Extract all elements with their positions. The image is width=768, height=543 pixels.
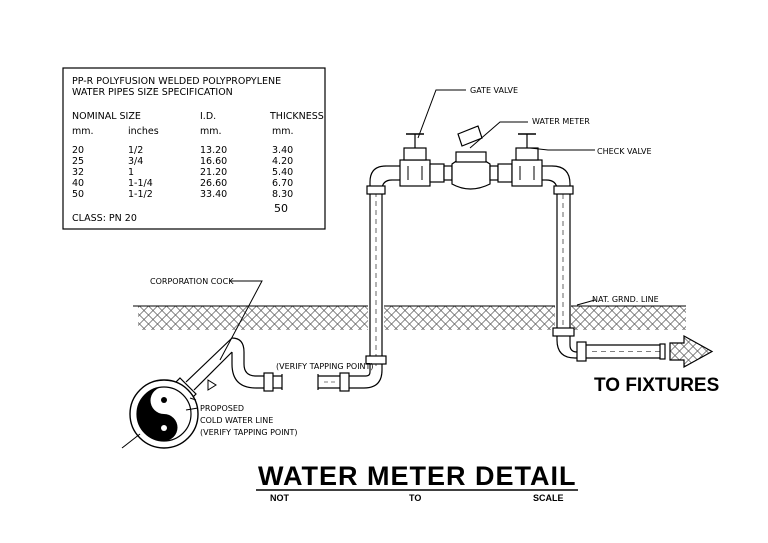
row-1-nominal-in: 1/2 [128, 145, 143, 156]
row-4-nominal-mm: 40 [72, 178, 84, 189]
right-riser-pipe [545, 165, 578, 359]
row-4-id: 26.60 [200, 178, 227, 189]
row-1-thickness: 3.40 [272, 145, 293, 156]
header-thickness: THICKNESS [269, 111, 324, 122]
row-3-nominal-in: 1 [128, 167, 134, 178]
service-line-pipe [185, 337, 383, 392]
header-nominal-size: NOMINAL SIZE [72, 111, 141, 122]
unit-mm-1: mm. [72, 126, 94, 137]
label-proposed: PROPOSED [200, 404, 244, 413]
drawing-title: WATER METER DETAIL [258, 461, 576, 491]
row-3-thickness: 5.40 [272, 167, 293, 178]
spec-title-line2: WATER PIPES SIZE SPECIFICATION [72, 87, 233, 98]
coupling-left-bottom [365, 355, 387, 365]
label-verify-tapping: (VERIFY TAPPING POINT) [276, 362, 374, 371]
left-riser-pipe [365, 165, 393, 372]
elbow-coupling-top-right [553, 185, 574, 195]
unit-mm-3: mm. [272, 126, 294, 137]
title-block: WATER METER DETAIL NOT TO SCALE [256, 461, 578, 503]
piping [185, 165, 714, 392]
label-to-fixtures: TO FIXTURES [594, 375, 719, 396]
outlet-end-cap [659, 343, 666, 360]
spec-row-5: 50 1-1/2 33.40 8.30 [72, 189, 293, 200]
row-1-id: 13.20 [200, 145, 227, 156]
scale-word-scale: SCALE [533, 493, 564, 503]
row-2-thickness: 4.20 [272, 156, 293, 167]
row-4-thickness: 6.70 [272, 178, 293, 189]
spec-row-3: 32 1 21.20 5.40 [72, 167, 293, 178]
spec-row-1: 20 1/2 13.20 3.40 [72, 145, 293, 156]
spec-class-label: CLASS: PN 20 [72, 213, 137, 224]
flow-arrow-icon [669, 334, 714, 369]
label-water-meter: WATER METER [532, 117, 590, 126]
scale-word-not: NOT [270, 493, 290, 503]
outlet-pipe [575, 334, 714, 369]
labels: GATE VALVE WATER METER CHECK VALVE CORPO… [150, 86, 719, 437]
label-check-valve: CHECK VALVE [597, 147, 652, 156]
scale-word-to: TO [409, 493, 421, 503]
yin-yang-symbol [137, 387, 178, 441]
row-5-nominal-in: 1-1/2 [128, 189, 153, 200]
row-5-thickness: 8.30 [272, 189, 293, 200]
coupling-right-bottom [552, 327, 575, 337]
elbow-coupling-top-left [366, 185, 386, 195]
row-5-nominal-mm: 50 [72, 189, 84, 200]
row-2-nominal-mm: 25 [72, 156, 84, 167]
gate-valve [399, 133, 445, 187]
header-id: I.D. [200, 111, 216, 122]
row-4-nominal-in: 1-1/4 [128, 178, 153, 189]
service-coupling-2 [263, 372, 274, 392]
main-water-pipe [121, 379, 199, 449]
service-coupling [339, 372, 350, 392]
unit-mm-2: mm. [200, 126, 222, 137]
spec-table: PP-R POLYFUSION WELDED POLYPROPYLENE WAT… [62, 67, 326, 230]
spec-extra-note: 50 [274, 202, 288, 215]
label-verify-tapping-2: (VERIFY TAPPING POINT) [200, 428, 298, 437]
outlet-coupling [576, 341, 587, 362]
spec-row-4: 40 1-1/4 26.60 6.70 [72, 178, 293, 189]
label-gate-valve: GATE VALVE [470, 86, 518, 95]
ground-hatch [138, 306, 686, 330]
row-2-id: 16.60 [200, 156, 227, 167]
water-meter [443, 125, 499, 190]
spec-row-2: 25 3/4 16.60 4.20 [72, 156, 293, 167]
row-3-id: 21.20 [200, 167, 227, 178]
leader-lines [185, 89, 596, 411]
row-5-id: 33.40 [200, 189, 227, 200]
spec-title-line1: PP-R POLYFUSION WELDED POLYPROPYLENE [72, 76, 281, 87]
ground-section [133, 305, 686, 330]
row-1-nominal-mm: 20 [72, 145, 84, 156]
check-valve [497, 133, 543, 187]
label-cold-water-line: COLD WATER LINE [200, 416, 273, 425]
unit-inches: inches [128, 126, 159, 137]
meter-lid [457, 125, 483, 147]
row-2-nominal-in: 3/4 [128, 156, 143, 167]
spec-table-border [62, 67, 326, 230]
row-3-nominal-mm: 32 [72, 167, 84, 178]
label-corporation-cock: CORPORATION COCK [150, 277, 234, 286]
label-nat-grnd-line: NAT. GRND. LINE [592, 295, 659, 304]
